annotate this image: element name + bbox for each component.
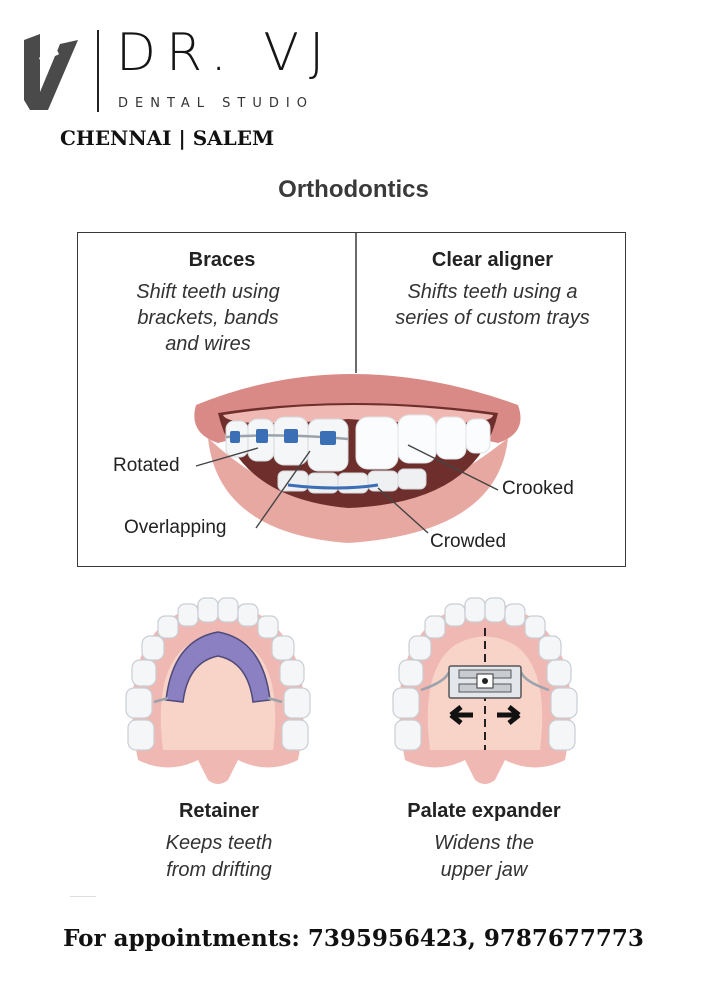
retainer-description: Keeps teeth from drifting xyxy=(110,830,328,884)
clinic-locations: CHENNAI | SALEM xyxy=(60,126,275,150)
palate-expander-illustration xyxy=(392,597,578,784)
braces-description-line: brackets, bands xyxy=(137,307,279,329)
palate-expander-description-line: Widens the xyxy=(434,832,534,854)
palate-expander-description-line: upper jaw xyxy=(440,859,528,881)
palate-expander-heading: Palate expander xyxy=(407,800,561,822)
brand-name: DR. VJ xyxy=(116,23,335,83)
clear-aligner-description-line: Shifts teeth using a xyxy=(407,281,578,303)
clear-aligner-description: Shifts teeth using a series of custom tr… xyxy=(358,279,625,331)
braces-vs-aligner-panel: Braces Shift teeth using brackets, bands… xyxy=(77,232,626,567)
infographic-title: Orthodontics xyxy=(278,176,429,203)
braces-heading: Braces xyxy=(188,249,256,271)
clear-aligner-description-line: series of custom trays xyxy=(395,307,590,329)
braces-description-line: and wires xyxy=(165,333,251,355)
callout-rotated: Rotated xyxy=(113,455,180,476)
callout-crooked: Crooked xyxy=(502,478,574,499)
braces-description-line: Shift teeth using xyxy=(136,281,280,303)
palate-expander-description: Widens the upper jaw xyxy=(375,830,593,884)
retainer-illustration xyxy=(125,597,311,784)
retainer-heading: Retainer xyxy=(178,800,260,822)
callout-overlapping: Overlapping xyxy=(124,517,227,538)
brand-subtitle: DENTAL STUDIO xyxy=(118,96,314,111)
divider xyxy=(70,896,96,897)
clear-aligner-heading: Clear aligner xyxy=(431,249,554,271)
logo-divider xyxy=(97,30,99,112)
retainer-description-line: Keeps teeth xyxy=(165,832,273,854)
smile-illustration xyxy=(194,233,521,543)
callout-crowded: Crowded xyxy=(430,531,507,552)
retainer-description-line: from drifting xyxy=(166,859,272,881)
brand-logo-icon xyxy=(20,30,80,112)
appointment-contact: For appointments: 7395956423, 9787677773 xyxy=(63,925,644,952)
braces-description: Shift teeth using brackets, bands and wi… xyxy=(88,279,328,357)
